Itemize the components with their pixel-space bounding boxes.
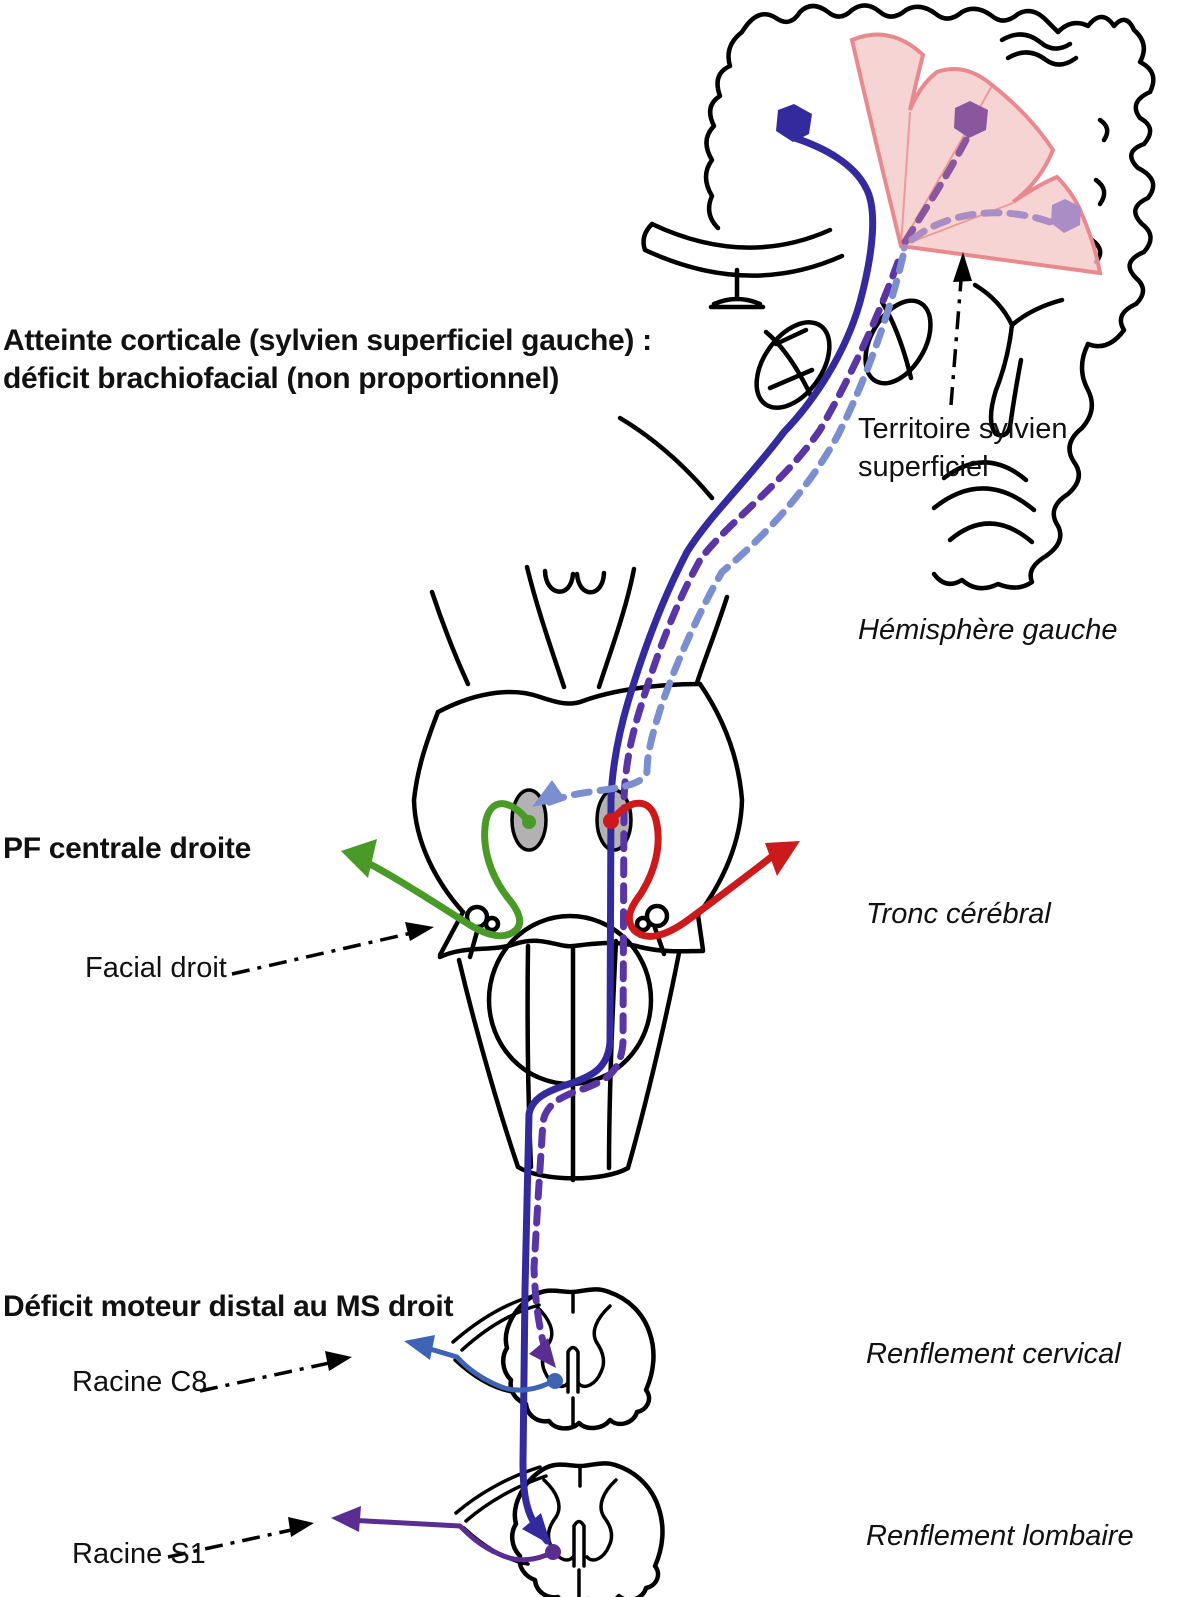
occipital-outline (931, 341, 1095, 591)
c8-black-arrowhead (325, 1351, 352, 1371)
motor-deficit-label: Déficit moteur distal au MS droit (3, 1290, 454, 1323)
callosum-arc-upper (649, 221, 833, 250)
lesion-caption: Atteinte corticale (sylvien superficiel … (3, 322, 652, 398)
cerebellum-arc2 (931, 486, 1037, 513)
peduncle-right-outer (694, 594, 730, 686)
root-s1-label: Racine S1 (72, 1538, 206, 1570)
hippocampus-left (754, 320, 832, 410)
cervical-root-sleeve-top2 (460, 1303, 541, 1352)
facial-arrow-line (231, 930, 417, 976)
lumbar-horn-arrowhead (522, 1513, 551, 1545)
sylvian-territory (849, 32, 1103, 276)
annotation-arrows (167, 267, 964, 1559)
pathways (331, 134, 1054, 1563)
neuron-hand-soma (954, 101, 988, 138)
s1-root-line (345, 1517, 556, 1563)
cervical-enlargement-label: Renflement cervical (866, 1338, 1121, 1370)
facial-nerve-left-loop (350, 800, 533, 940)
green-arrowhead (341, 839, 377, 878)
lesion-caption-line1: Atteinte corticale (sylvien superficiel … (3, 324, 652, 357)
medial-edge (703, 29, 745, 231)
lumbar-central-arch (572, 1519, 586, 1568)
brainstem-front (411, 564, 745, 1183)
c8-root-line (417, 1343, 558, 1393)
pons-top-edge (435, 681, 703, 715)
cortex-outline-top (739, 3, 1061, 35)
lumbar-cord-outline (510, 1461, 665, 1597)
facial-exit-left-loop2 (483, 915, 501, 933)
lumbar-enlargement-label: Renflement lombaire (866, 1520, 1134, 1552)
hippocampus-left-lines (763, 327, 815, 399)
facial-right-label: Facial droit (85, 952, 227, 984)
temporal-squiggle-outline (1085, 89, 1156, 349)
facial-exit-right-loop (644, 903, 670, 929)
cerebellum-arc3 (947, 521, 1035, 545)
facial-exit-right-loop2 (634, 915, 652, 933)
pf-central-label: PF centrale droite (3, 832, 252, 865)
motor-neurons (776, 101, 1081, 233)
hippocampus-left-outline (754, 320, 832, 410)
territory-arrowhead (953, 252, 972, 282)
territory-label: Territoire sylvien superficiel (858, 410, 1068, 486)
insula-y-structure (972, 282, 1065, 438)
root-c8-label: Racine C8 (72, 1366, 208, 1398)
brainstem-label: Tronc cérébral (866, 898, 1051, 930)
peduncle-left-outer (429, 589, 471, 687)
mammillary-bodies (542, 568, 607, 595)
medulla-right-side (625, 950, 682, 1171)
temporal-stem-arc (617, 415, 715, 501)
facial-nucleus-arrowhead (532, 780, 566, 807)
s1-arrow-line (167, 1527, 297, 1559)
territory-fan (849, 32, 1103, 276)
lumbar-root-sleeve-top (454, 1465, 542, 1515)
cervical-central-arch (566, 1345, 580, 1394)
lumbar-root-sleeve-top2 (464, 1474, 548, 1523)
lumbar-gray-right (585, 1478, 618, 1562)
pons-right-side (695, 681, 745, 918)
pons-left-side (411, 709, 466, 915)
face-tract-cortical (900, 209, 1054, 252)
lesion-caption-line2: déficit brachiofacial (non proportionnel… (3, 362, 560, 395)
gyri-cluster-fold2 (1005, 50, 1079, 67)
medulla-left-side (456, 957, 521, 1170)
gyri-cluster-outline (1055, 14, 1156, 95)
callosum-left-hook (641, 221, 655, 253)
territory-label-line1: Territoire sylvien (858, 413, 1068, 445)
cervical-gray-right (577, 1304, 612, 1389)
septum-foot (708, 296, 766, 310)
face-tract-descending (543, 252, 907, 807)
neuron-face-soma (1051, 199, 1081, 233)
temporal-fold1 (1097, 117, 1110, 143)
peduncle-right-inner (596, 566, 637, 690)
brain-coronal-section (617, 3, 1156, 591)
cerebellum-arc1 (941, 460, 1029, 483)
facial-nerve-right-loop (607, 799, 784, 940)
corticospinal-solid-tract (519, 134, 877, 1545)
territory-arrow-line (949, 267, 964, 406)
medulla-inner-right (606, 938, 619, 1171)
lumbar-ventral-fissure (577, 1464, 582, 1597)
cervical-horn-arrowhead (529, 1338, 556, 1368)
hand-tract-cortical (901, 136, 970, 246)
s1-arrowhead (331, 1506, 361, 1532)
gyri-cluster-fold1 (999, 32, 1073, 51)
temporal-fold2 (1093, 177, 1107, 207)
territory-label-line2: superficiel (858, 451, 989, 483)
s1-black-arrowhead (288, 1517, 314, 1537)
c8-arrowhead (404, 1335, 435, 1360)
spinal-cord-lumbar (454, 1461, 665, 1597)
facial-arrowhead (405, 922, 434, 941)
annotation-arrowheads (288, 252, 972, 1537)
red-arrowhead (765, 841, 800, 876)
neuron-leg-soma (776, 104, 812, 142)
hemisphere-label: Hémisphère gauche (858, 614, 1118, 646)
hippocampus-right-outline (863, 298, 933, 386)
cervical-cord-outline (501, 1287, 656, 1431)
hand-tract-descending (530, 258, 902, 1353)
callosum-arc-lower (642, 247, 845, 278)
lumbar-gray-left (542, 1478, 575, 1562)
peduncle-left-inner (524, 564, 567, 690)
c8-arrow-line (199, 1360, 335, 1393)
